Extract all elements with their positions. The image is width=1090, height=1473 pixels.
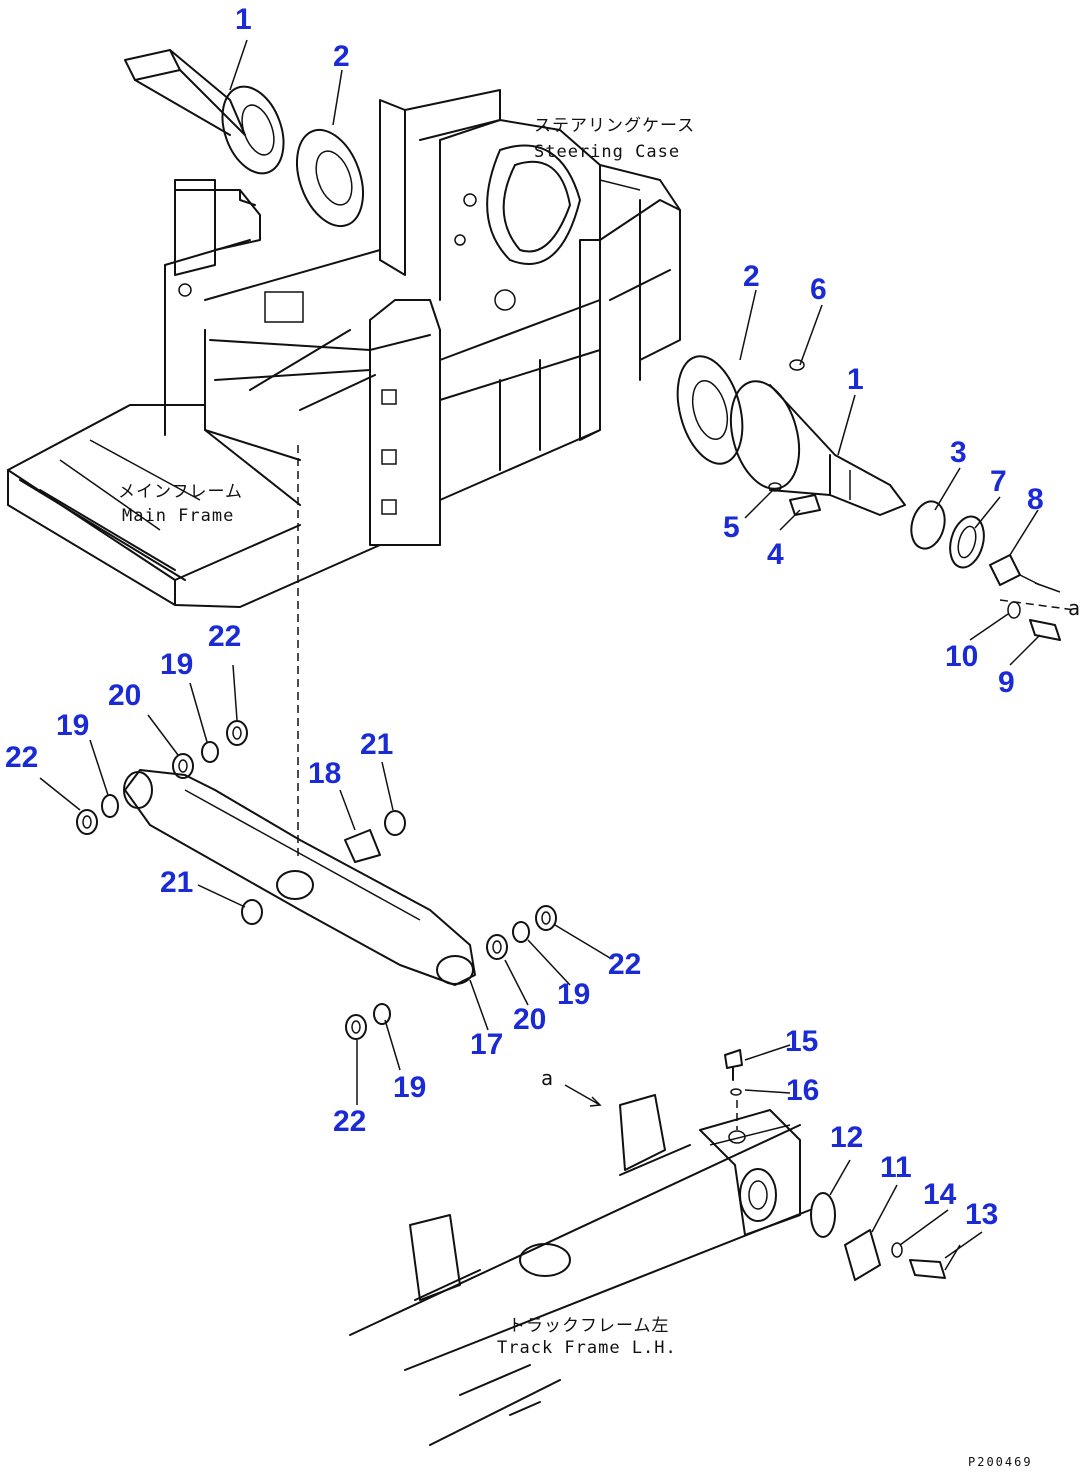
cover-parts-drawing	[724, 1049, 961, 1281]
callout-11: 11	[880, 1151, 912, 1184]
callout-21-a: 21	[360, 728, 394, 761]
right-pivot-shaft-drawing	[676, 355, 906, 516]
main-frame-drawing	[7, 179, 441, 608]
callout-15: 15	[785, 1025, 819, 1058]
leader-lines	[39, 39, 1041, 1259]
main-frame-label-ja: メインフレーム	[118, 482, 243, 502]
callout-20-b: 20	[513, 1003, 547, 1036]
callout-2-left: 2	[333, 40, 350, 73]
callout-21-b: 21	[160, 866, 194, 899]
callout-7: 7	[990, 465, 1007, 498]
callout-3: 3	[950, 436, 967, 469]
left-pivot-shaft-drawing	[124, 49, 364, 228]
callout-18: 18	[308, 757, 342, 790]
callout-22-d: 22	[333, 1105, 367, 1138]
frame-body-drawing	[369, 89, 681, 546]
callout-5: 5	[723, 511, 740, 544]
callout-1-left: 1	[235, 3, 252, 36]
callout-22-a: 22	[208, 620, 242, 653]
callout-13: 13	[965, 1198, 999, 1231]
steering-case-label-en: Steering Case	[534, 142, 681, 162]
callout-22-b: 22	[5, 741, 39, 774]
callout-2-right: 2	[743, 260, 760, 293]
equalizer-bar-drawing	[123, 769, 476, 986]
callout-14: 14	[923, 1178, 957, 1211]
callout-19-a: 19	[160, 648, 194, 681]
callout-19-c: 19	[557, 978, 591, 1011]
callout-6: 6	[810, 273, 827, 306]
callout-12: 12	[830, 1121, 864, 1154]
drawing-code: P200469	[968, 1455, 1033, 1469]
callout-4: 4	[767, 538, 784, 571]
reference-marker-a-lower: a	[541, 1066, 554, 1090]
callout-16: 16	[786, 1074, 820, 1107]
callout-8: 8	[1027, 483, 1044, 516]
track-frame-label-ja: トラックフレーム左	[508, 1316, 670, 1336]
main-frame-label-en: Main Frame	[122, 506, 235, 526]
callout-22-c: 22	[608, 948, 642, 981]
track-frame-drawing	[349, 1094, 811, 1446]
steering-case-label-ja: ステアリングケース	[534, 116, 696, 136]
callout-20-a: 20	[108, 679, 142, 712]
reference-arrows	[564, 582, 1061, 1107]
track-frame-label-en: Track Frame L.H.	[497, 1338, 677, 1358]
reference-marker-a-upper: a	[1068, 596, 1081, 620]
callout-10: 10	[945, 640, 979, 673]
callout-1-right: 1	[847, 363, 864, 396]
callout-19-d: 19	[393, 1071, 427, 1104]
collar-parts-drawing	[910, 500, 1076, 641]
bushing-parts-drawing	[76, 720, 557, 1040]
callout-19-b: 19	[56, 709, 90, 742]
callout-17: 17	[470, 1028, 504, 1061]
callout-9: 9	[998, 666, 1015, 699]
